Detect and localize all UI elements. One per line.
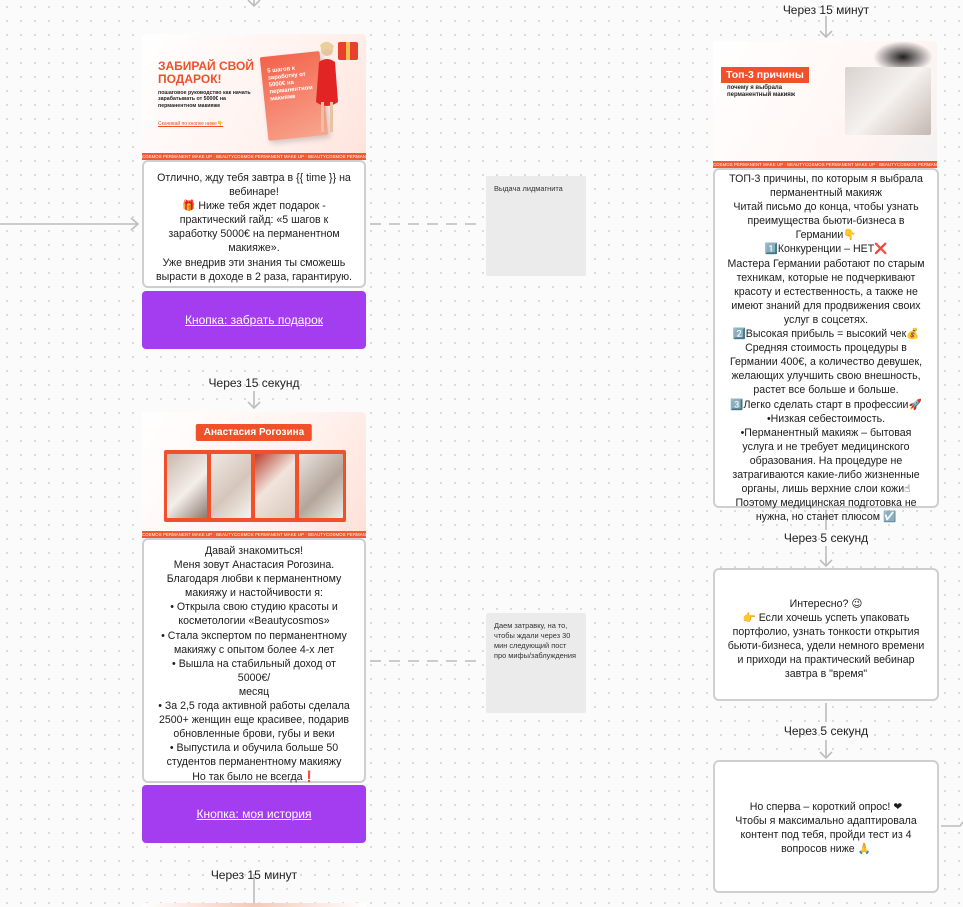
message-line: техникам, которые не подчеркивают [736,271,916,284]
message-line: затрагиваются какие-либо жизненные [732,468,920,481]
gift-message-node[interactable]: Отлично, жду тебя завтра в {{ time }} на… [142,160,366,288]
message-line: Чтобы я максимально адаптировала [735,815,917,828]
top3-banner-subtitle: почему я выбрала перманентный макияж [727,85,796,99]
message-line: 1️⃣Конкуренции – НЕТ❌ [764,243,888,256]
message-line: Благодаря любви к перманентному [166,573,342,586]
photo-4 [299,454,343,518]
message-line: контент под тебя, пройди тест из 4 [740,829,912,842]
banner-ticker: COSMOS PERMANENT MAKE UP · BEAUTYCOSMOS … [142,153,366,160]
top3-message-node[interactable]: ТОП-3 причины, по которым я выбрала перма… [713,168,939,523]
banner-ticker: COSMOS PERMANENT MAKE UP · BEAUTYCOSMOS … [142,531,366,538]
message-line: • Стала экспертом по перманентному [161,629,347,642]
interest-message-node[interactable]: Интересно? 😉 👉 Если хочешь успеть упакова… [713,568,939,701]
message-line: студентов перманентному макияжу [166,756,342,769]
survey-message-node[interactable]: Но сперва – короткий опрос! ❤ Чтобы я мак… [713,760,939,893]
message-line: макияже». [228,242,280,255]
my-story-button[interactable]: Кнопка: моя история [142,785,366,843]
message-line: •Низкая себестоимость. [766,412,886,425]
message-line: Уже внедрив эти знания ты сможешь [162,256,346,269]
message-line: вопросов ниже 🙏 [781,843,871,856]
intro-message-node[interactable]: Давай знакомиться! Меня зовут Анастасия Р… [142,538,366,811]
intro-banner-image: Анастасия Рогозина COSMOS PERMANENT MAKE… [142,412,366,538]
gift-box-icon [338,42,358,60]
message-line: Давай знакомиться! [204,545,304,557]
message-line: • Открыла свою студию красоты и [170,601,338,614]
message-line: макияжу и настойчивости я: [185,587,323,600]
message-line: имеют знаний для продвижения своих [731,299,921,312]
message-line: Читай письмо до конца, чтобы узнать [733,201,919,214]
message-line: Интересно? 😉 [789,598,863,610]
message-line: Германии 400€, а количество девушек, [729,356,923,369]
banner-ticker: COSMOS PERMANENT MAKE UP · BEAUTYCOSMOS … [713,161,937,168]
delay-label-top: Через 15 минут [782,3,870,17]
photo-3 [255,454,295,518]
get-gift-button[interactable]: Кнопка: забрать подарок [142,291,366,349]
message-line: портфолио, узнать тонкости открытия [732,626,920,639]
message-line: Но так было не всегда❗ [192,770,316,783]
message-line: красоту и естественность, а также не [734,285,918,298]
message-line: •Перманентный макияж – бытовая [740,426,912,439]
message-line: вырасти в доходе в 2 раза, гарантирую. [156,270,353,283]
photo-1 [167,454,207,518]
message-line: • Вышла на стабильный доход от 5000€/ [172,657,336,684]
message-line: практический гайд: «5 шагов к [179,214,329,227]
delay-label-after-top3: Через 5 секунд [783,531,869,545]
delay-label-after-story: Через 15 минут [210,868,298,882]
gift-banner-title: ЗАБИРАЙ СВОЙ ПОДАРОК! [158,59,254,86]
message-line: Мастера Германии работают по старым [727,257,925,270]
photo-2 [211,454,251,518]
message-line: месяц [238,685,270,698]
message-line: растет все больше и больше. [753,384,899,397]
message-line: услуга и не требует медицинского [742,440,910,453]
gift-banner-image: ЗАБИРАЙ СВОЙ ПОДАРОК! пошаговое руководс… [142,34,366,160]
message-line: услуг в соцсетях. [783,313,869,326]
top3-banner-image: Топ-3 причины почему я выбрала перманент… [713,41,937,168]
message-line: Отлично, жду тебя завтра в {{ time }} на [157,172,351,184]
top3-photo [845,67,931,135]
message-line: 3️⃣Легко сделать старт в профессии🚀 [730,398,922,411]
message-line: нужна, но станет плюсом ☑️ [755,511,897,524]
message-line: 👉 Если хочешь успеть упаковать [742,612,910,625]
message-line: и приходи на практический вебинар [737,654,915,667]
message-line: Поэтому медицинская подготовка не [735,497,917,510]
message-line: образования. На процедуре не [749,454,903,467]
message-line: макияжу с опытом более 4-х лет [173,643,335,656]
woman-illustration [316,41,338,132]
intro-banner-title: Анастасия Рогозина [195,424,313,441]
message-line: Средняя стоимость процедуры в [745,342,907,355]
message-line: Но сперва – короткий опрос! ❤ [749,801,903,813]
message-line: 🎁 Ниже тебя ждет подарок - [182,200,326,213]
message-line: косметологии «Beautycosmos» [178,615,330,628]
message-line: 2️⃣Высокая прибыль = высокий чек💰 [732,328,920,341]
teaser-note[interactable]: Даем затравку, на то, чтобы ждали через … [486,613,586,713]
message-line: бьюти-бизнеса, удели немного времени [727,640,925,653]
gift-banner-subtitle: пошаговое руководство как начать зарабат… [158,90,251,109]
delay-label-after-interest: Через 5 секунд [783,724,869,738]
message-line: заработку 5000€ на перманентном [168,228,340,241]
message-line: • Выпустила и обучила больше 50 [169,742,339,755]
message-line: органы, лишь верхние слои кожи☝ [741,483,911,496]
leadmagnet-note[interactable]: Выдача лидмагнита [486,176,586,276]
message-line: завтра в "время" [784,668,868,681]
message-line: Германии👇 [795,229,857,242]
message-line: перманентный макияж [769,187,882,200]
top3-banner-title: Топ-3 причины [721,67,809,83]
message-line: ТОП-3 причины, по которым я выбрала [729,173,923,185]
message-line: • За 2,5 года активной работы сделала [158,700,350,713]
next-banner-edge [142,903,366,907]
delay-label-after-gift: Через 15 секунд [208,376,300,390]
message-line: Меня зовут Анастасия Рогозина. [173,559,335,572]
message-line: преимущества бьюти-бизнеса в [747,215,905,228]
message-line: желающих улучшить свою внешность, [731,370,921,383]
message-line: вебинаре! [229,186,279,199]
message-line: 2500+ женщин еще красивее, подарив [159,714,349,727]
gift-banner-link: Скачивай по кнопке ниже👇 [158,121,224,127]
message-line: обновленные брови, губы и веки [173,728,335,741]
